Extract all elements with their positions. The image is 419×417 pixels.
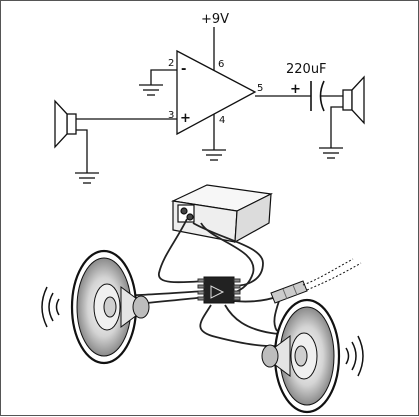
pin-number-2: 2 [168, 58, 174, 69]
opamp-plus-sign: + [180, 111, 191, 126]
ground-symbol-input [75, 172, 99, 184]
pin-number-3: 3 [168, 110, 174, 121]
output-speaker-symbol [342, 75, 365, 125]
output-speaker-ground-wire [330, 106, 343, 148]
ground-symbol-opamp [202, 149, 226, 161]
capacitor-plus-sign: + [290, 82, 301, 97]
input-speaker-ground-wire [76, 129, 88, 173]
schematic: +9V - + 2 3 6 4 5 [54, 12, 365, 184]
capacitor-component [270, 258, 362, 304]
ground-symbol-output [319, 147, 343, 159]
capacitor-label: 220uF [286, 62, 327, 77]
right-speaker [261, 298, 364, 414]
battery-9v [170, 184, 273, 244]
opamp-chip [197, 276, 241, 304]
inverting-input-wire [150, 69, 177, 85]
opamp-minus-sign: - [181, 62, 186, 77]
opamp-symbol [176, 49, 257, 136]
physical-illustration [41, 184, 364, 414]
pin-number-6: 6 [218, 59, 224, 70]
pin-number-4: 4 [219, 115, 225, 126]
ground-symbol-inverting [139, 84, 163, 96]
input-speaker-symbol [54, 99, 77, 149]
left-speaker [41, 249, 150, 365]
pin-number-5: 5 [257, 83, 263, 94]
supply-label: +9V [201, 12, 229, 27]
